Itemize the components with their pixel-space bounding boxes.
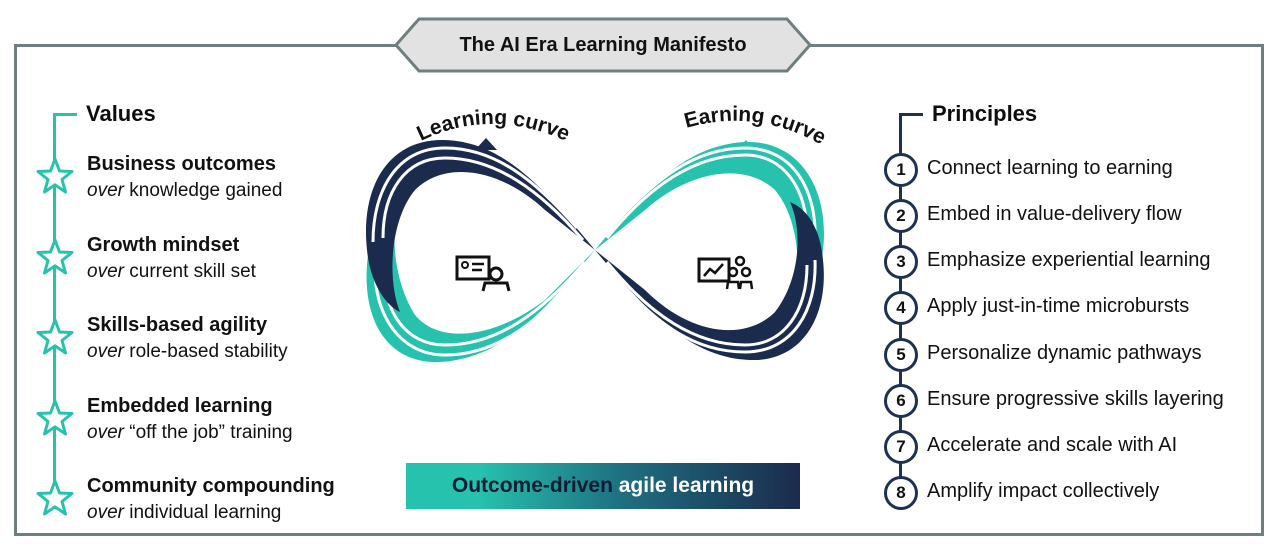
star-icon xyxy=(36,318,74,355)
star-icon xyxy=(36,157,74,194)
learning-ribbon xyxy=(365,139,824,361)
principles-heading: Principles xyxy=(932,101,1038,126)
value-title: Skills-based agility xyxy=(87,314,268,336)
star-icon xyxy=(36,238,74,275)
principle-text: Amplify impact collectively xyxy=(927,480,1160,502)
principle-text: Emphasize experiential learning xyxy=(927,249,1211,271)
banner-part-2: agile learning xyxy=(612,474,755,497)
page-title: The AI Era Learning Manifesto xyxy=(459,34,747,56)
value-subtitle: over current skill set xyxy=(87,261,256,282)
star-icon xyxy=(36,479,74,516)
star-icon xyxy=(36,399,74,436)
principle-item: 2 Embed in value-delivery flow xyxy=(884,199,1264,233)
principle-item: 6 Ensure progressive skills layering xyxy=(884,384,1264,418)
earning-curve-label: Earning curve xyxy=(682,103,830,149)
value-item-business-outcomes: Business outcomes over knowledge gained xyxy=(36,153,376,213)
principle-number-badge: 2 xyxy=(884,199,918,233)
principle-number-badge: 7 xyxy=(884,430,918,464)
values-timeline-tick xyxy=(53,113,77,116)
chart-presentation-team-icon xyxy=(697,255,754,290)
principle-item: 4 Apply just-in-time microbursts xyxy=(884,291,1264,325)
principle-text: Accelerate and scale with AI xyxy=(927,434,1178,456)
value-subtitle: over “off the job” training xyxy=(87,422,293,443)
learning-curve-label: Learning curve xyxy=(413,106,573,146)
principle-item: 3 Emphasize experiential learning xyxy=(884,245,1264,279)
principle-text: Ensure progressive skills layering xyxy=(927,388,1224,410)
value-item-growth-mindset: Growth mindset over current skill set xyxy=(36,234,376,294)
principle-item: 5 Personalize dynamic pathways xyxy=(884,338,1264,372)
principle-text: Apply just-in-time microbursts xyxy=(927,295,1190,317)
principle-number-badge: 4 xyxy=(884,291,918,325)
values-heading: Values xyxy=(86,101,156,126)
value-title: Business outcomes xyxy=(87,153,276,175)
principle-text: Connect learning to earning xyxy=(927,157,1173,179)
principle-text: Personalize dynamic pathways xyxy=(927,342,1202,364)
learning-curve-marker xyxy=(475,138,497,150)
principles-timeline-tick xyxy=(899,113,923,116)
banner-part-1: Outcome-driven xyxy=(451,474,613,497)
principle-text: Embed in value-delivery flow xyxy=(927,203,1182,225)
value-title: Growth mindset xyxy=(87,234,240,256)
principle-item: 7 Accelerate and scale with AI xyxy=(884,430,1264,464)
value-title: Embedded learning xyxy=(87,395,273,417)
value-subtitle: over individual learning xyxy=(87,502,282,523)
principle-number-badge: 8 xyxy=(884,476,918,510)
value-title: Community compounding xyxy=(87,475,335,497)
principle-item: 1 Connect learning to earning xyxy=(884,153,1264,187)
outcome-driven-banner: Outcome-driven agile learning xyxy=(406,463,800,509)
principle-item: 8 Amplify impact collectively xyxy=(884,476,1264,510)
certificate-presenter-icon xyxy=(455,255,511,292)
infinity-diagram: Learning curve Earning curve xyxy=(365,103,830,363)
principle-number-badge: 6 xyxy=(884,384,918,418)
value-subtitle: over knowledge gained xyxy=(87,180,283,201)
value-item-skills-agility: Skills-based agility over role-based sta… xyxy=(36,314,376,374)
title-banner: The AI Era Learning Manifesto xyxy=(393,17,813,73)
title-hexagon-shape xyxy=(393,17,813,73)
value-subtitle: over role-based stability xyxy=(87,341,288,362)
principle-number-badge: 1 xyxy=(884,153,918,187)
principle-number-badge: 5 xyxy=(884,338,918,372)
principle-number-badge: 3 xyxy=(884,245,918,279)
value-item-community-compounding: Community compounding over individual le… xyxy=(36,475,376,535)
values-timeline xyxy=(53,113,56,498)
value-item-embedded-learning: Embedded learning over “off the job” tra… xyxy=(36,395,376,455)
